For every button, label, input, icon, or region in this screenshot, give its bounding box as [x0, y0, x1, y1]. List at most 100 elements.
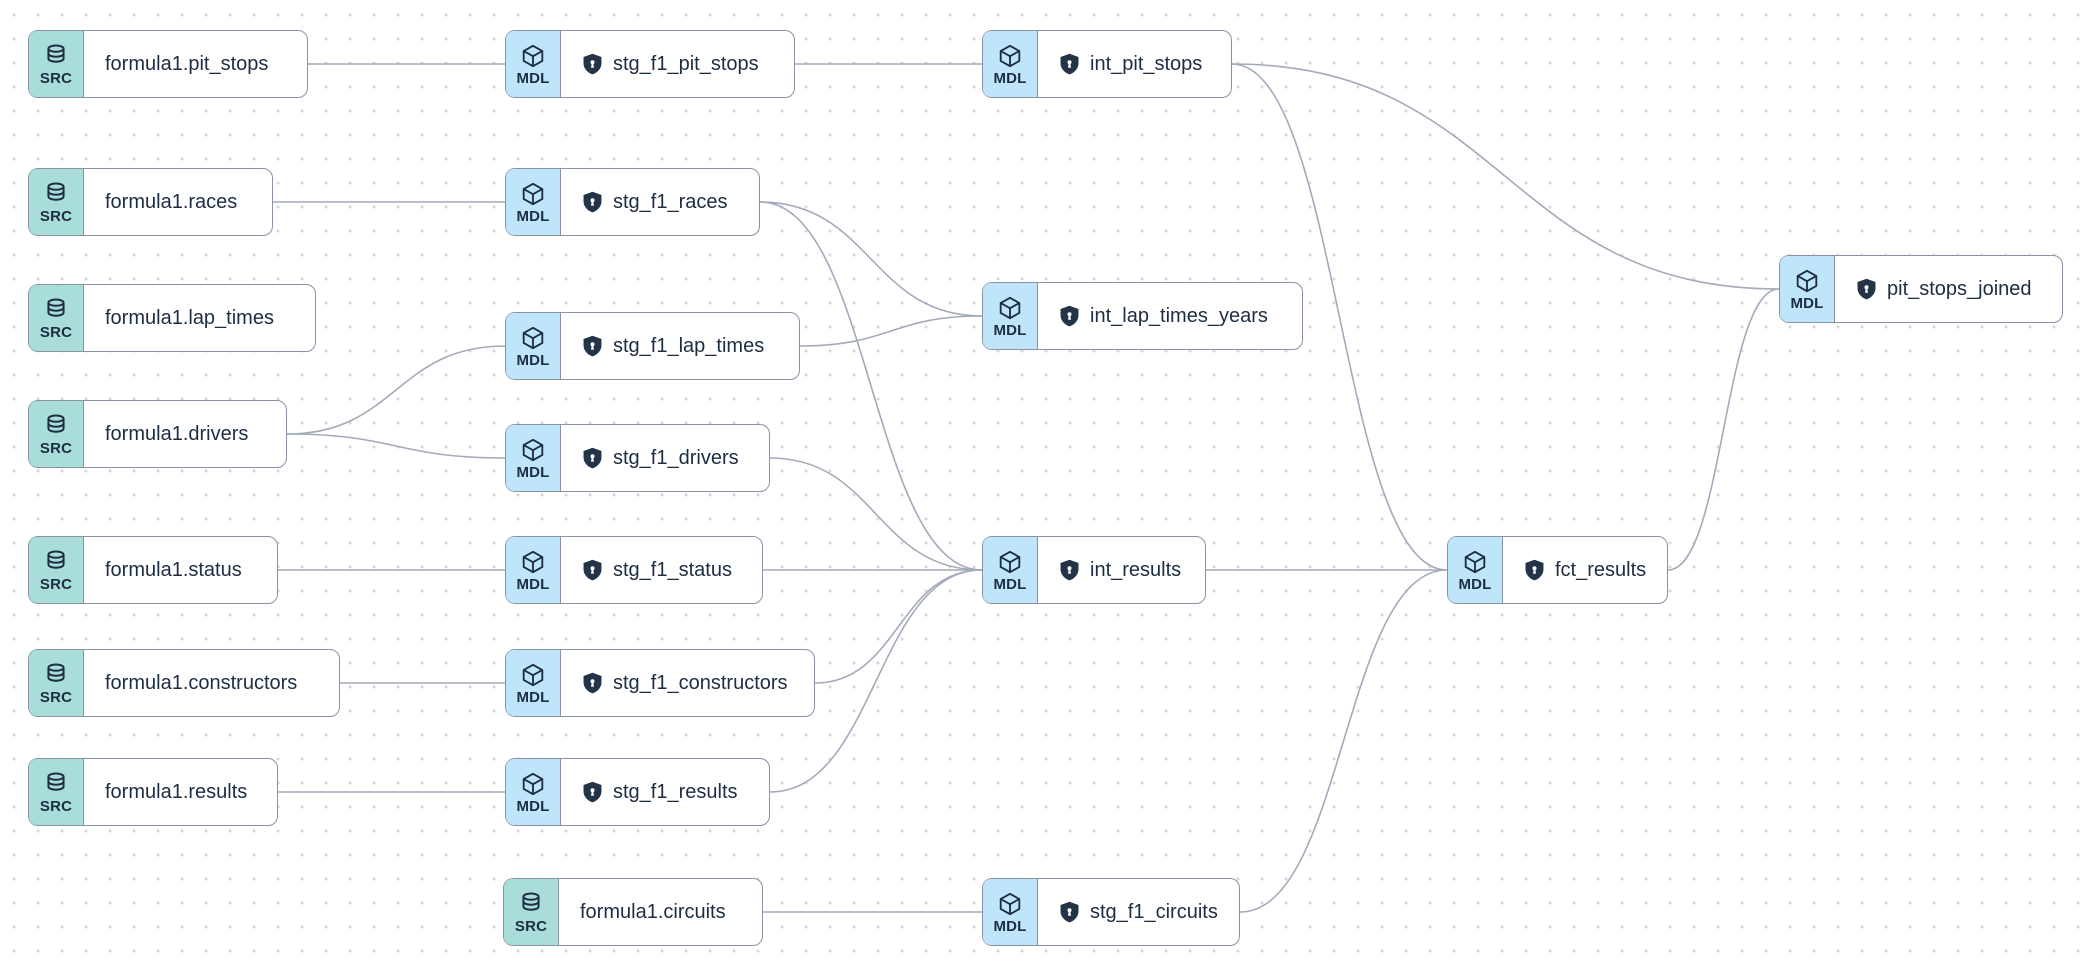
node-type-tile: SRC [504, 879, 559, 945]
node-label: pit_stops_joined [1887, 277, 2032, 300]
node-badge: MDL [993, 917, 1027, 935]
node-label: int_lap_times_years [1090, 304, 1268, 327]
database-icon [43, 662, 69, 688]
node-label-area: stg_f1_drivers [561, 425, 769, 491]
node-type-tile: SRC [29, 31, 84, 97]
node-formula1.lap_times[interactable]: SRC formula1.lap_times [28, 284, 316, 352]
node-badge: MDL [1790, 294, 1824, 312]
package-icon [520, 662, 546, 688]
node-stg_f1_drivers[interactable]: MDL stg_f1_drivers [505, 424, 770, 492]
node-formula1.status[interactable]: SRC formula1.status [28, 536, 278, 604]
node-label-area: formula1.results [84, 759, 277, 825]
node-formula1.pit_stops[interactable]: SRC formula1.pit_stops [28, 30, 308, 98]
node-badge: SRC [39, 207, 73, 225]
database-icon [518, 891, 544, 917]
node-type-tile: MDL [506, 425, 561, 491]
node-type-tile: MDL [983, 537, 1038, 603]
node-badge: MDL [1458, 575, 1492, 593]
node-stg_f1_results[interactable]: MDL stg_f1_results [505, 758, 770, 826]
node-stg_f1_lap_times[interactable]: MDL stg_f1_lap_times [505, 312, 800, 380]
node-badge: SRC [39, 688, 73, 706]
package-icon [520, 43, 546, 69]
edge-stg_f1_lap_times-to-int_lap_times_years [799, 315, 983, 347]
shield-icon [582, 53, 603, 76]
node-pit_stops_joined[interactable]: MDL pit_stops_joined [1779, 255, 2063, 323]
node-type-tile: SRC [29, 169, 84, 235]
node-badge: MDL [516, 688, 550, 706]
edge-formula1.drivers-to-stg_f1_drivers [286, 433, 506, 459]
node-type-tile: MDL [1780, 256, 1835, 322]
node-label-area: stg_f1_circuits [1038, 879, 1239, 945]
shield-icon [582, 781, 603, 804]
shield-icon [1059, 53, 1080, 76]
database-icon [43, 549, 69, 575]
node-label: formula1.lap_times [105, 306, 274, 329]
node-type-tile: MDL [983, 283, 1038, 349]
database-icon [43, 43, 69, 69]
node-label: stg_f1_circuits [1090, 900, 1218, 923]
shield-icon [1856, 278, 1877, 301]
node-badge: SRC [39, 439, 73, 457]
node-badge: MDL [993, 575, 1027, 593]
node-stg_f1_constructors[interactable]: MDL stg_f1_constructors [505, 649, 815, 717]
node-formula1.circuits[interactable]: SRC formula1.circuits [503, 878, 763, 946]
node-label-area: formula1.lap_times [84, 285, 315, 351]
edge-int_pit_stops-to-pit_stops_joined [1231, 63, 1780, 290]
node-label-area: formula1.constructors [84, 650, 339, 716]
node-label-area: int_pit_stops [1038, 31, 1231, 97]
node-type-tile: SRC [29, 650, 84, 716]
node-type-tile: MDL [506, 169, 561, 235]
node-label-area: formula1.status [84, 537, 277, 603]
node-label-area: formula1.races [84, 169, 272, 235]
package-icon [997, 43, 1023, 69]
shield-icon [582, 672, 603, 695]
node-fct_results[interactable]: MDL fct_results [1447, 536, 1668, 604]
node-type-tile: SRC [29, 759, 84, 825]
edge-stg_f1_circuits-to-fct_results [1239, 569, 1448, 913]
node-badge: SRC [39, 575, 73, 593]
node-badge: SRC [39, 69, 73, 87]
node-badge: MDL [516, 575, 550, 593]
node-type-tile: MDL [506, 650, 561, 716]
node-int_lap_times_years[interactable]: MDL int_lap_times_years [982, 282, 1303, 350]
node-label: formula1.constructors [105, 671, 298, 694]
node-formula1.drivers[interactable]: SRC formula1.drivers [28, 400, 287, 468]
node-int_pit_stops[interactable]: MDL int_pit_stops [982, 30, 1232, 98]
node-label: stg_f1_drivers [613, 446, 739, 469]
node-stg_f1_pit_stops[interactable]: MDL stg_f1_pit_stops [505, 30, 795, 98]
node-label-area: formula1.pit_stops [84, 31, 307, 97]
node-type-tile: MDL [983, 879, 1038, 945]
node-type-tile: SRC [29, 401, 84, 467]
node-formula1.constructors[interactable]: SRC formula1.constructors [28, 649, 340, 717]
package-icon [520, 771, 546, 797]
node-type-tile: MDL [506, 759, 561, 825]
edge-stg_f1_drivers-to-int_results [769, 457, 983, 571]
package-icon [997, 891, 1023, 917]
node-type-tile: MDL [1448, 537, 1503, 603]
node-badge: MDL [993, 321, 1027, 339]
node-int_results[interactable]: MDL int_results [982, 536, 1206, 604]
node-badge: MDL [516, 463, 550, 481]
node-label: formula1.circuits [580, 900, 726, 923]
node-label-area: int_results [1038, 537, 1205, 603]
node-label: formula1.races [105, 190, 238, 213]
shield-icon [1524, 559, 1545, 582]
node-stg_f1_status[interactable]: MDL stg_f1_status [505, 536, 763, 604]
node-label: formula1.pit_stops [105, 52, 269, 75]
package-icon [997, 549, 1023, 575]
node-label-area: formula1.circuits [559, 879, 762, 945]
node-label: stg_f1_lap_times [613, 334, 765, 357]
node-badge: MDL [993, 69, 1027, 87]
shield-icon [582, 559, 603, 582]
node-stg_f1_circuits[interactable]: MDL stg_f1_circuits [982, 878, 1240, 946]
node-label-area: stg_f1_lap_times [561, 313, 799, 379]
node-type-tile: MDL [506, 31, 561, 97]
node-formula1.races[interactable]: SRC formula1.races [28, 168, 273, 236]
node-label: formula1.drivers [105, 422, 249, 445]
node-badge: MDL [516, 797, 550, 815]
node-formula1.results[interactable]: SRC formula1.results [28, 758, 278, 826]
node-stg_f1_races[interactable]: MDL stg_f1_races [505, 168, 760, 236]
node-label: stg_f1_pit_stops [613, 52, 759, 75]
